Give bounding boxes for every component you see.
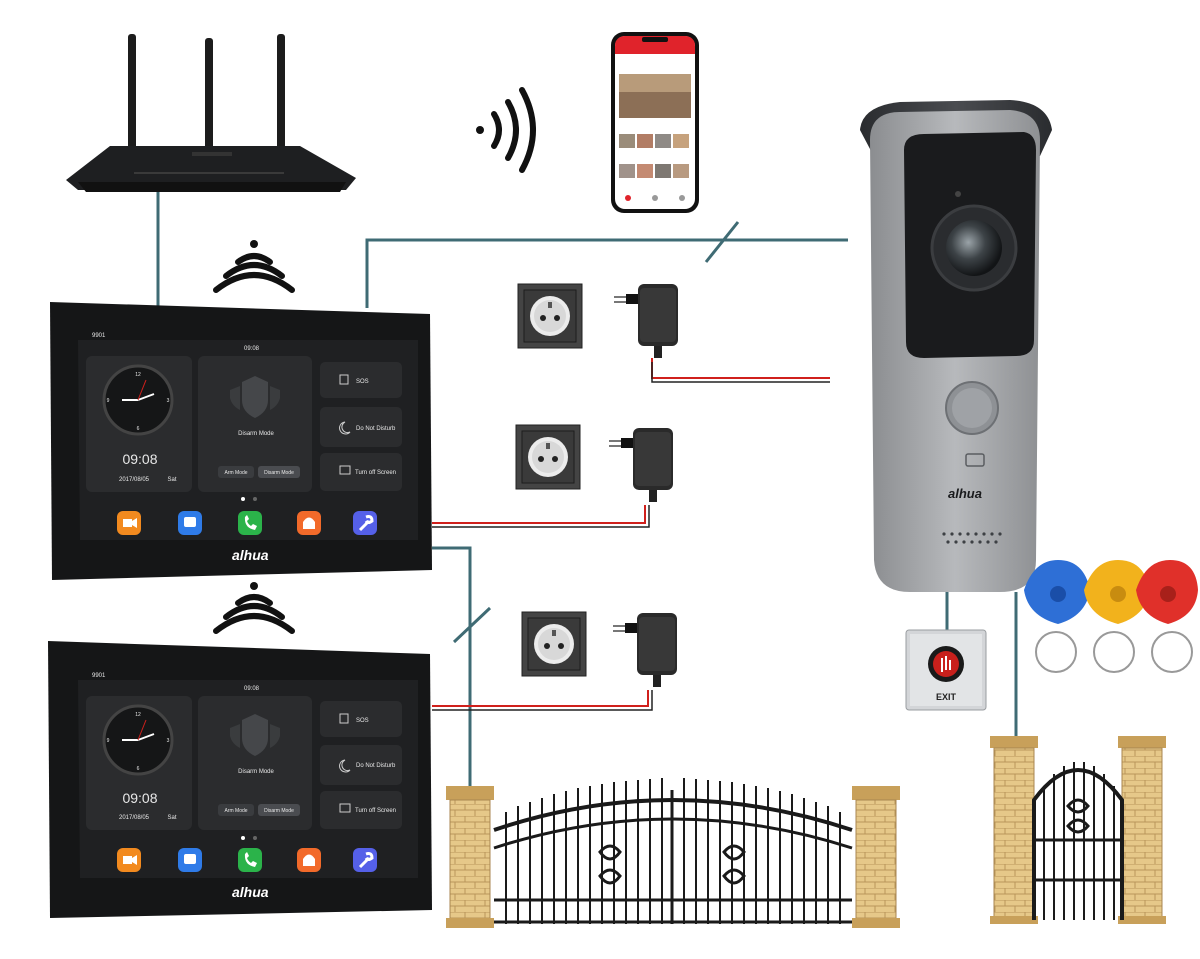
speaker-grille (942, 532, 1002, 544)
sos-button[interactable] (320, 362, 402, 398)
doorbell-brand-logo: alhua (948, 486, 982, 501)
monitor-brand-logo: alhua (232, 884, 269, 900)
moon-icon (339, 759, 351, 773)
status-time: 09:08 (244, 346, 260, 352)
sos-icon (339, 374, 349, 385)
line-break-mark-mid (452, 606, 492, 644)
clock-number-12: 12 (135, 372, 141, 378)
sos-button[interactable] (320, 701, 402, 737)
screen-off-label: Turn off Screen (355, 808, 396, 814)
turn-off-screen-button[interactable] (320, 791, 402, 829)
monitor-brand-logo: alhua (232, 547, 269, 563)
power-socket-3 (521, 611, 587, 677)
rfid-tag-red (1136, 560, 1198, 673)
wifi-signal-icon (213, 240, 295, 293)
clock-date: 2017/08/05 (119, 477, 150, 483)
phone-icon[interactable] (238, 511, 262, 535)
mode-title: Disarm Mode (238, 431, 274, 437)
clock-number-12: 12 (135, 712, 141, 718)
video-doorbell: alhua (860, 100, 1052, 592)
power-wire-monitor1 (432, 505, 646, 524)
clock-number-3: 3 (167, 738, 170, 744)
do-not-disturb-button[interactable] (320, 407, 402, 447)
alarm-mode-widget (198, 696, 312, 830)
do-not-disturb-button[interactable] (320, 745, 402, 785)
power-wire-doorbell (651, 358, 830, 379)
clock-time: 09:08 (122, 451, 157, 467)
line-break-mark-top (704, 221, 740, 263)
wifi-router (66, 34, 356, 192)
power-adapter-2 (608, 427, 674, 503)
dnd-label: Do Not Disturb (356, 763, 396, 769)
disarm-mode-label: Disarm Mode (264, 808, 294, 814)
alarm-mode-widget (198, 356, 312, 492)
rfid-key-tags (1024, 560, 1198, 673)
clock-number-9: 9 (107, 398, 110, 404)
power-wire-monitor2 (432, 690, 649, 707)
power-wires (432, 358, 830, 711)
arm-mode-label: Arm Mode (224, 808, 247, 814)
power-socket-2 (515, 424, 581, 490)
clock-number-9: 9 (107, 738, 110, 744)
clock-time: 09:08 (122, 790, 157, 806)
sos-label: SOS (356, 718, 369, 724)
power-socket-1 (517, 283, 583, 349)
mode-title: Disarm Mode (238, 769, 274, 775)
status-time: 09:08 (244, 686, 260, 692)
app-dock (117, 848, 377, 872)
clock-number-6: 6 (137, 766, 140, 772)
arm-mode-button[interactable] (218, 804, 254, 816)
power-adapter-1 (613, 283, 679, 359)
disarm-mode-label: Disarm Mode (264, 470, 294, 476)
clock-number-3: 3 (167, 398, 170, 404)
arm-mode-label: Arm Mode (224, 470, 247, 476)
rfid-tag-yellow (1084, 560, 1150, 673)
disarm-mode-button[interactable] (258, 466, 300, 478)
card-reader-icon (965, 453, 985, 467)
moon-icon (339, 421, 351, 435)
clock-day: Sat (167, 477, 176, 483)
phone-icon[interactable] (238, 848, 262, 872)
rfid-tag-blue (1024, 560, 1090, 673)
wifi-signal-icon (476, 87, 536, 173)
room-number: 9901 (92, 673, 106, 679)
clock-day: Sat (167, 815, 176, 821)
screen-off-label: Turn off Screen (355, 470, 396, 476)
clock-number-6: 6 (137, 426, 140, 432)
room-number: 9901 (92, 333, 106, 339)
camera-lens (946, 220, 1002, 276)
exit-label: EXIT (936, 692, 957, 702)
monitor-to-doorbell-line (365, 238, 848, 308)
dnd-label: Do Not Disturb (356, 426, 396, 432)
arm-mode-button[interactable] (218, 466, 254, 478)
sos-icon (339, 713, 349, 724)
exit-button: EXIT (905, 629, 987, 711)
power-adapter-3 (612, 612, 678, 688)
indoor-monitor-1: 9901 09:08 12 3 6 9 09:08 2017/08/05 Sat… (50, 302, 432, 580)
clock-date: 2017/08/05 (119, 815, 150, 821)
smartphone (611, 32, 699, 213)
wifi-signal-icon (213, 582, 295, 634)
screen-off-icon (339, 465, 351, 475)
turn-off-screen-button[interactable] (320, 453, 402, 491)
connection-lines (156, 188, 1018, 800)
monitor1-to-monitor2-line (432, 546, 472, 800)
shield-icon (242, 714, 268, 756)
sos-label: SOS (356, 379, 369, 385)
disarm-mode-button[interactable] (258, 804, 300, 816)
driveway-gate (446, 778, 900, 928)
shield-icon (242, 376, 268, 418)
pedestrian-gate (990, 736, 1166, 924)
app-dock (117, 511, 377, 535)
indoor-monitor-2: 9901 09:08 12 3 6 9 09:08 2017/08/05 Sat… (48, 641, 432, 918)
screen-off-icon (339, 803, 351, 813)
